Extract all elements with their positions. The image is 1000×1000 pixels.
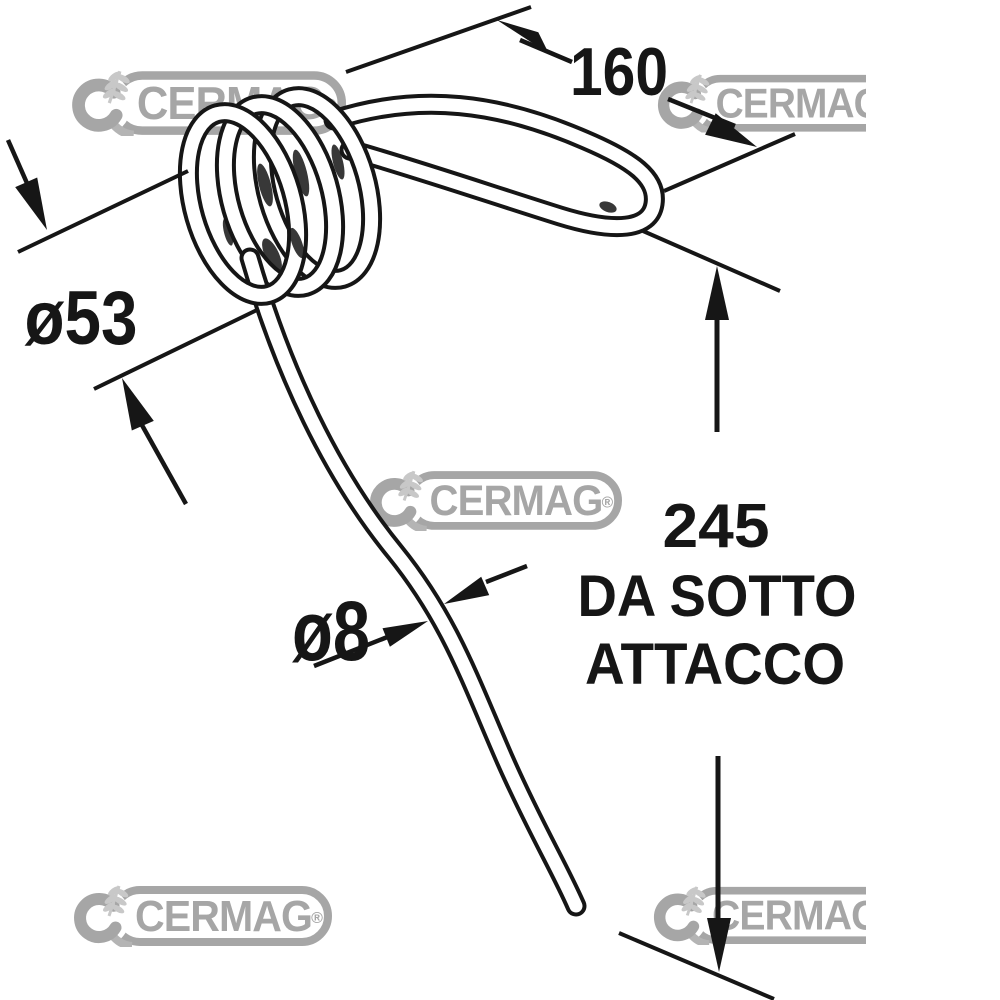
arrowhead (705, 266, 729, 320)
dimension-mount-length: 245 DA SOTTO ATTACCO (578, 229, 857, 1000)
dimension-line (5, 139, 33, 191)
extension-line (642, 229, 781, 293)
arrowhead (122, 378, 154, 431)
dimension-coil-diameter: ø53 (5, 139, 260, 506)
dimension-line (136, 416, 188, 506)
arrowhead (497, 20, 549, 54)
dim-caption-attacco: ATTACCO (585, 632, 845, 697)
arrowhead (15, 177, 47, 230)
extension-line (17, 169, 189, 254)
wire-shading (222, 144, 617, 272)
loop-arm (323, 93, 665, 238)
dim-caption-da-sotto: DA SOTTO (578, 564, 857, 629)
cermag-watermark-center (366, 470, 618, 531)
tine-shaft (239, 247, 587, 917)
dimension-line (313, 631, 396, 669)
dimension-160: 160 (345, 5, 796, 193)
spring-tine-part (177, 86, 665, 917)
dim-label-arm-length: 160 (570, 34, 668, 110)
arrowhead (707, 918, 731, 972)
arrowhead (705, 113, 757, 147)
extension-line (345, 5, 532, 74)
arrowhead (382, 621, 428, 647)
extension-line (618, 931, 775, 1000)
cermag-watermark-bottom-right-clipped (650, 885, 896, 945)
dim-label-mount-length: 245 (663, 492, 770, 561)
dim-label-coil-diameter: ø53 (25, 276, 138, 361)
extension-line (663, 132, 796, 193)
dimension-wire-diameter: ø8 (292, 563, 528, 678)
arrowhead (444, 576, 490, 604)
coil-spring-front-loop (177, 102, 309, 306)
cermag-watermark-bottom-left (70, 885, 328, 947)
extension-line (93, 307, 260, 391)
dim-label-wire-diameter: ø8 (292, 584, 370, 678)
cermag-watermark-top-right-clipped (654, 73, 898, 132)
dimension-line (485, 563, 528, 585)
